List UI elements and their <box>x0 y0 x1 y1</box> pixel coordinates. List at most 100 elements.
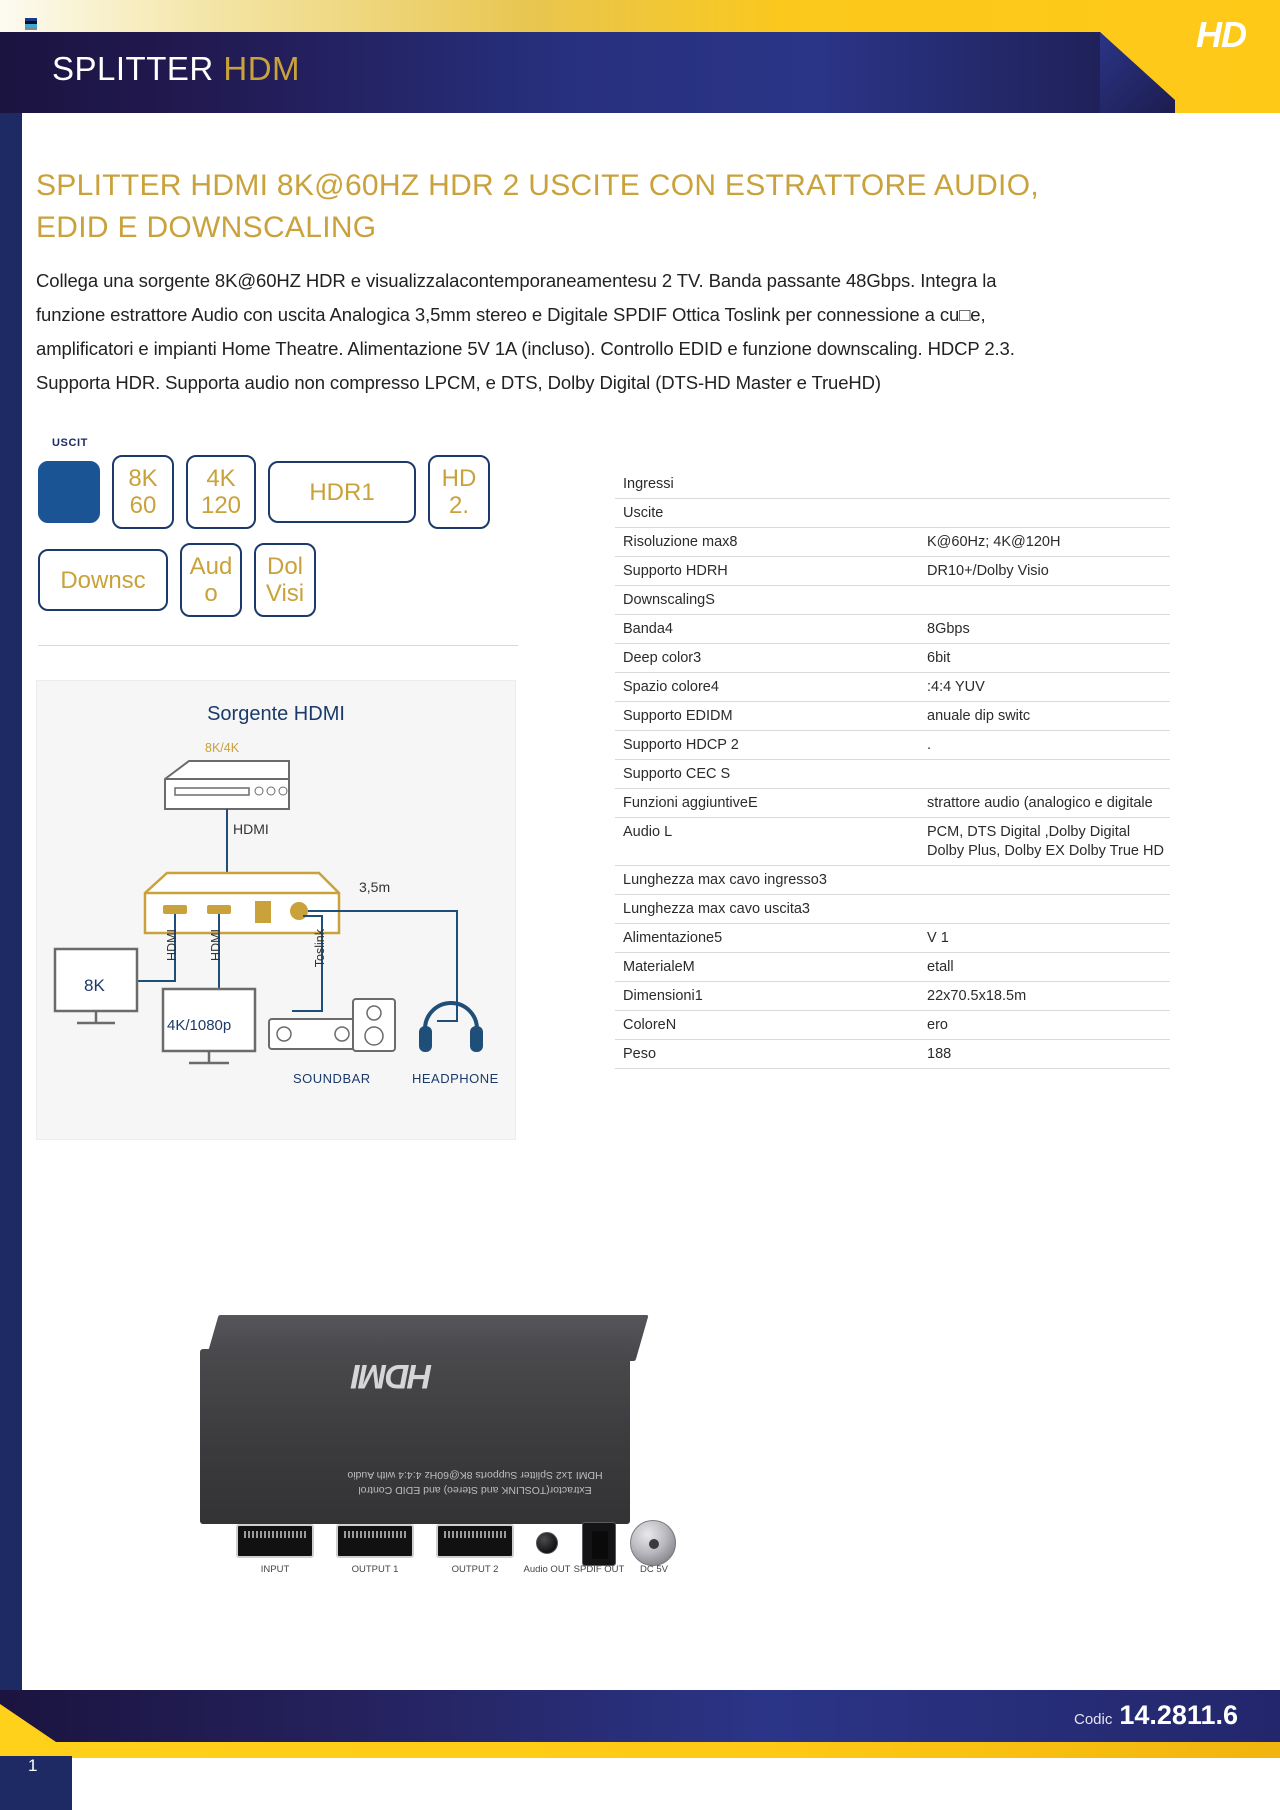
header-title-primary: SPLITTER <box>52 50 224 87</box>
spec-value: 188 <box>915 1039 1170 1069</box>
table-row: Supporto HDCP 2. <box>615 730 1170 760</box>
diagram-tv2-label: 4K/1080p <box>167 1017 232 1034</box>
port-dc-5v-label: DC 5V <box>640 1564 668 1575</box>
spec-key: ColoreN <box>615 1010 915 1040</box>
spec-value: K@60Hz; 4K@120H <box>915 527 1170 557</box>
diagram-headphone-label: HEADPHONE <box>412 1071 499 1086</box>
left-navy-spine <box>0 0 22 1810</box>
port-output-1 <box>336 1524 414 1558</box>
uscite-label: USCIT <box>52 437 88 449</box>
spec-value <box>915 759 1170 789</box>
tv-4k-icon <box>161 987 257 1065</box>
spec-key: Audio L <box>615 817 915 866</box>
spec-key: MaterialeM <box>615 952 915 982</box>
badge-outputs-count <box>38 461 100 523</box>
product-code-label: Codic <box>1074 1711 1113 1728</box>
table-row: Supporto CEC S <box>615 759 1170 789</box>
spec-value: PCM, DTS Digital ,Dolby Digital Dolby Pl… <box>915 817 1170 866</box>
device-front-face: HDMI Extractor(TOSLINK and Stereo) and E… <box>200 1349 676 1575</box>
spec-value <box>915 894 1170 924</box>
spec-key: Deep color3 <box>615 643 915 673</box>
badge-dolby-vision-line1: Dol <box>266 553 303 580</box>
port-audio-out-label: Audio OUT <box>523 1564 571 1575</box>
spec-value: :4:4 YUV <box>915 672 1170 702</box>
spec-value: . <box>915 730 1170 760</box>
table-row: DownscalingS <box>615 585 1170 615</box>
diagram-soundbar-label: SOUNDBAR <box>293 1071 371 1086</box>
device-caption-line2: Extractor(TOSLINK and Stereo) and EDID C… <box>358 1484 592 1496</box>
page-title: SPLITTER HDMI 8K@60HZ HDR 2 USCITE CON E… <box>36 169 1039 244</box>
spec-value: 6bit <box>915 643 1170 673</box>
badge-dolby-vision: Dol Visi <box>254 543 316 617</box>
spec-value <box>915 498 1170 528</box>
device-caption: Extractor(TOSLINK and Stereo) and EDID C… <box>320 1467 630 1497</box>
spec-key: Uscite <box>615 498 915 528</box>
badge-row-1: 8K 60 4K 120 HDR1 HD 2. <box>38 455 548 529</box>
spec-key: Dimensioni1 <box>615 981 915 1011</box>
port-spdif-out-label: SPDIF OUT <box>573 1564 625 1575</box>
diagram-out2-label: HDMI <box>209 929 223 961</box>
badge-hdcp: HD 2. <box>428 455 490 529</box>
connection-diagram: Sorgente HDMI <box>36 680 516 1140</box>
diagram-title: Sorgente HDMI <box>207 703 345 725</box>
section-divider <box>38 645 518 646</box>
spec-key: Supporto EDIDM <box>615 701 915 731</box>
device-caption-line1: HDMI 1x2 Splitter Supports 8K@60Hz 4:4:4… <box>347 1469 603 1481</box>
spec-key: Banda4 <box>615 614 915 644</box>
page-header: SPLITTER HDM HD <box>0 0 1280 113</box>
spec-value: 8Gbps <box>915 614 1170 644</box>
footer-tail-block <box>0 1756 72 1810</box>
port-input-label: INPUT <box>260 1564 290 1575</box>
spec-value: strattore audio (analogico e digitale <box>915 788 1170 818</box>
badge-4k120: 4K 120 <box>186 455 256 529</box>
page-number: 1 <box>28 1756 38 1775</box>
spec-value <box>915 865 1170 895</box>
diagram-source-label: 8K/4K <box>205 741 240 755</box>
port-input <box>236 1524 314 1558</box>
headphone-icon <box>419 1001 483 1052</box>
badge-hdcp-line2: 2. <box>448 492 469 519</box>
badge-audio-line2: o <box>204 580 218 607</box>
badge-row-2: Downsc Aud o Dol Visi <box>38 543 548 617</box>
spec-key: Peso <box>615 1039 915 1069</box>
table-row: Uscite <box>615 498 1170 528</box>
header-title-secondary: HDM <box>223 50 301 87</box>
diagram-cable-length-label: 3,5m <box>359 879 391 895</box>
spec-value: DR10+/Dolby Visio <box>915 556 1170 586</box>
spec-key: Supporto CEC S <box>615 759 915 789</box>
port-dc-5v <box>630 1520 676 1566</box>
badge-audio-line1: Aud <box>189 553 233 580</box>
spec-value: 22x70.5x18.5m <box>915 981 1170 1011</box>
spec-key: Supporto HDRH <box>615 556 915 586</box>
tv-8k-icon <box>53 947 139 1025</box>
spec-key: Supporto HDCP 2 <box>615 730 915 760</box>
soundbar-icon <box>268 998 396 1052</box>
spec-key: Alimentazione5 <box>615 923 915 953</box>
badge-hdr10: HDR1 <box>268 461 416 523</box>
spec-key: Spazio colore4 <box>615 672 915 702</box>
spec-value: V 1 <box>915 923 1170 953</box>
splitter-device-icon <box>143 871 341 935</box>
spec-value: etall <box>915 952 1170 982</box>
port-audio-out <box>536 1532 558 1554</box>
badge-hdr10-line1: HDR1 <box>309 478 375 506</box>
spec-key: Lunghezza max cavo uscita3 <box>615 894 915 924</box>
spec-key: Ingressi <box>615 470 915 499</box>
badge-4k120-line2: 120 <box>200 492 242 519</box>
source-player-icon <box>164 760 290 810</box>
